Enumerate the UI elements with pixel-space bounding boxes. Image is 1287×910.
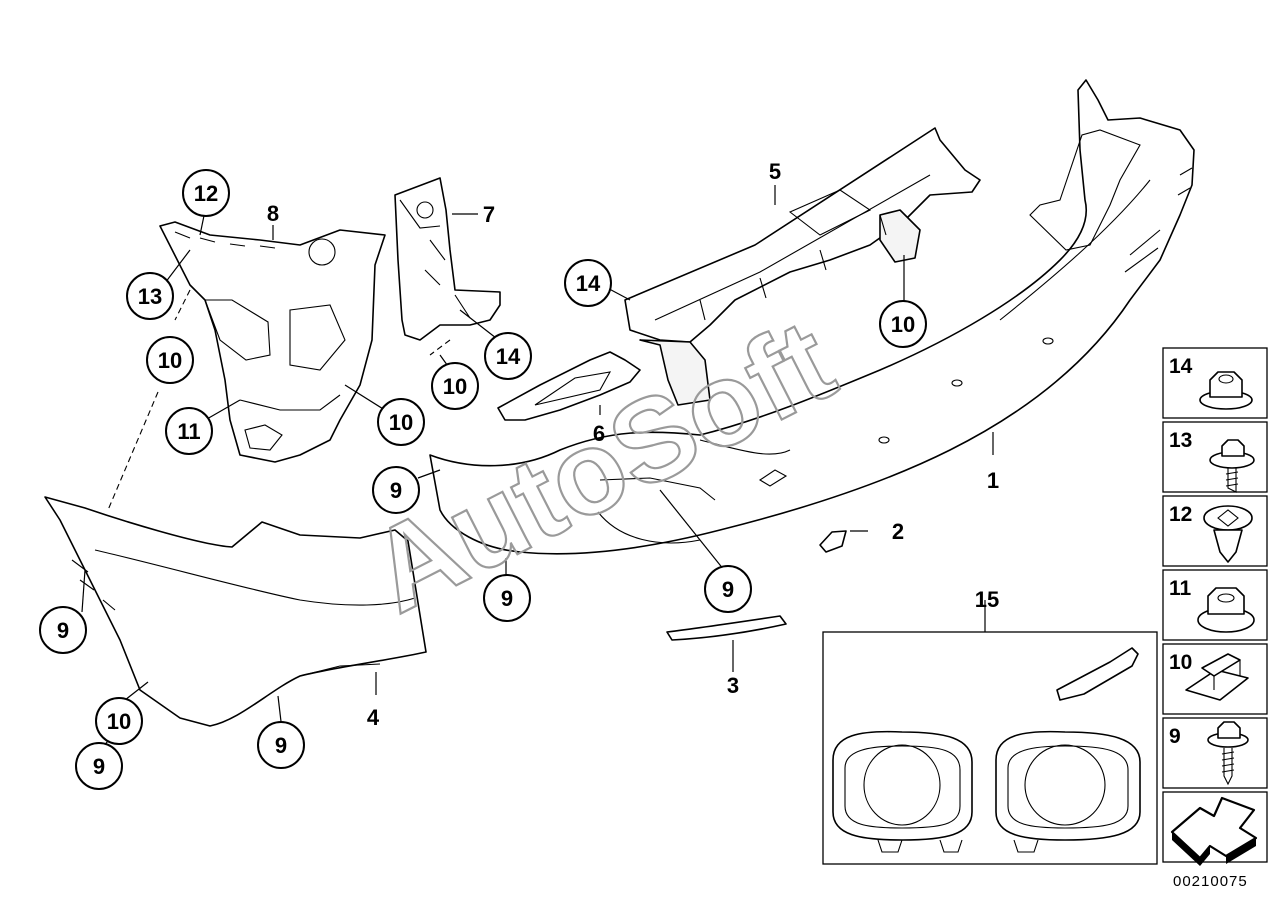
svg-text:9: 9 (275, 733, 287, 758)
callout-6: 6 (593, 421, 605, 446)
svg-text:9: 9 (390, 478, 402, 503)
support-carrier-part[interactable] (624, 127, 981, 406)
callout-12: 12 (182, 169, 230, 217)
reflector-part[interactable] (666, 615, 787, 641)
callout-11: 11 (165, 407, 213, 455)
svg-text:10: 10 (158, 348, 182, 373)
diagram-number: 00210075 (1173, 873, 1248, 890)
hardware-11-nut-with-washer[interactable]: 11 (1162, 569, 1268, 641)
callout-15: 15 (975, 587, 999, 612)
svg-text:11: 11 (177, 419, 200, 444)
svg-text:13: 13 (1169, 429, 1192, 452)
svg-text:14: 14 (496, 344, 521, 369)
svg-text:9: 9 (501, 586, 513, 611)
callout-4: 4 (367, 705, 380, 730)
tailpipe-trim-kit[interactable] (822, 631, 1158, 865)
svg-text:10: 10 (389, 410, 413, 435)
hardware-12-expanding-rivet[interactable]: 12 (1162, 495, 1268, 567)
callout-8: 8 (267, 201, 279, 226)
callout-9a: 9 (372, 466, 420, 514)
svg-text:10: 10 (891, 312, 915, 337)
assembly-line (174, 289, 191, 321)
svg-text:9: 9 (1169, 725, 1181, 748)
svg-text:14: 14 (576, 271, 601, 296)
assembly-line (107, 391, 159, 511)
callout-10e: 10 (95, 697, 143, 745)
svg-text:12: 12 (1169, 503, 1192, 526)
lower-trim-part[interactable] (44, 496, 427, 727)
svg-text:9: 9 (57, 618, 69, 643)
callout-10c: 10 (431, 362, 479, 410)
callout-9e: 9 (75, 742, 123, 790)
svg-text:10: 10 (107, 709, 131, 734)
callout-9f: 9 (257, 721, 305, 769)
svg-text:10: 10 (443, 374, 467, 399)
callout-9c: 9 (704, 565, 752, 613)
svg-text:9: 9 (93, 754, 105, 779)
callout-2: 2 (892, 519, 904, 544)
callout-14a: 14 (564, 259, 612, 307)
direction-arrow-icon (1162, 791, 1268, 866)
svg-text:11: 11 (1169, 577, 1192, 600)
vertical-bracket-part[interactable] (394, 177, 501, 341)
bumper-cover-part[interactable] (429, 79, 1195, 555)
svg-text:10: 10 (1169, 651, 1192, 674)
svg-text:9: 9 (722, 577, 734, 602)
callout-13: 13 (126, 272, 174, 320)
callout-7: 7 (483, 202, 495, 227)
hardware-10-clip-nut[interactable]: 10 (1162, 643, 1268, 715)
hardware-legend-panel: 14 13 12 11 (1162, 347, 1268, 866)
svg-text:13: 13 (138, 284, 162, 309)
hardware-13-hex-screw[interactable]: 13 (1162, 421, 1268, 493)
callout-1: 1 (987, 468, 999, 493)
small-bracket-part[interactable] (497, 351, 641, 421)
svg-text:14: 14 (1169, 355, 1193, 378)
callout-9d: 9 (39, 606, 87, 654)
hardware-9-screw[interactable]: 9 (1162, 717, 1268, 789)
left-bracket-part[interactable] (159, 221, 386, 463)
callout-10b: 10 (377, 398, 425, 446)
callout-9b: 9 (483, 574, 531, 622)
hardware-14-flange-nut[interactable]: 14 (1162, 347, 1268, 419)
callout-3: 3 (727, 673, 739, 698)
callout-10a: 10 (146, 336, 194, 384)
svg-text:12: 12 (194, 181, 218, 206)
assembly-line (429, 339, 451, 356)
callout-10d: 10 (879, 300, 927, 348)
bumper-cap-part[interactable] (819, 530, 847, 553)
callout-14b: 14 (484, 332, 532, 380)
callout-5: 5 (769, 159, 781, 184)
